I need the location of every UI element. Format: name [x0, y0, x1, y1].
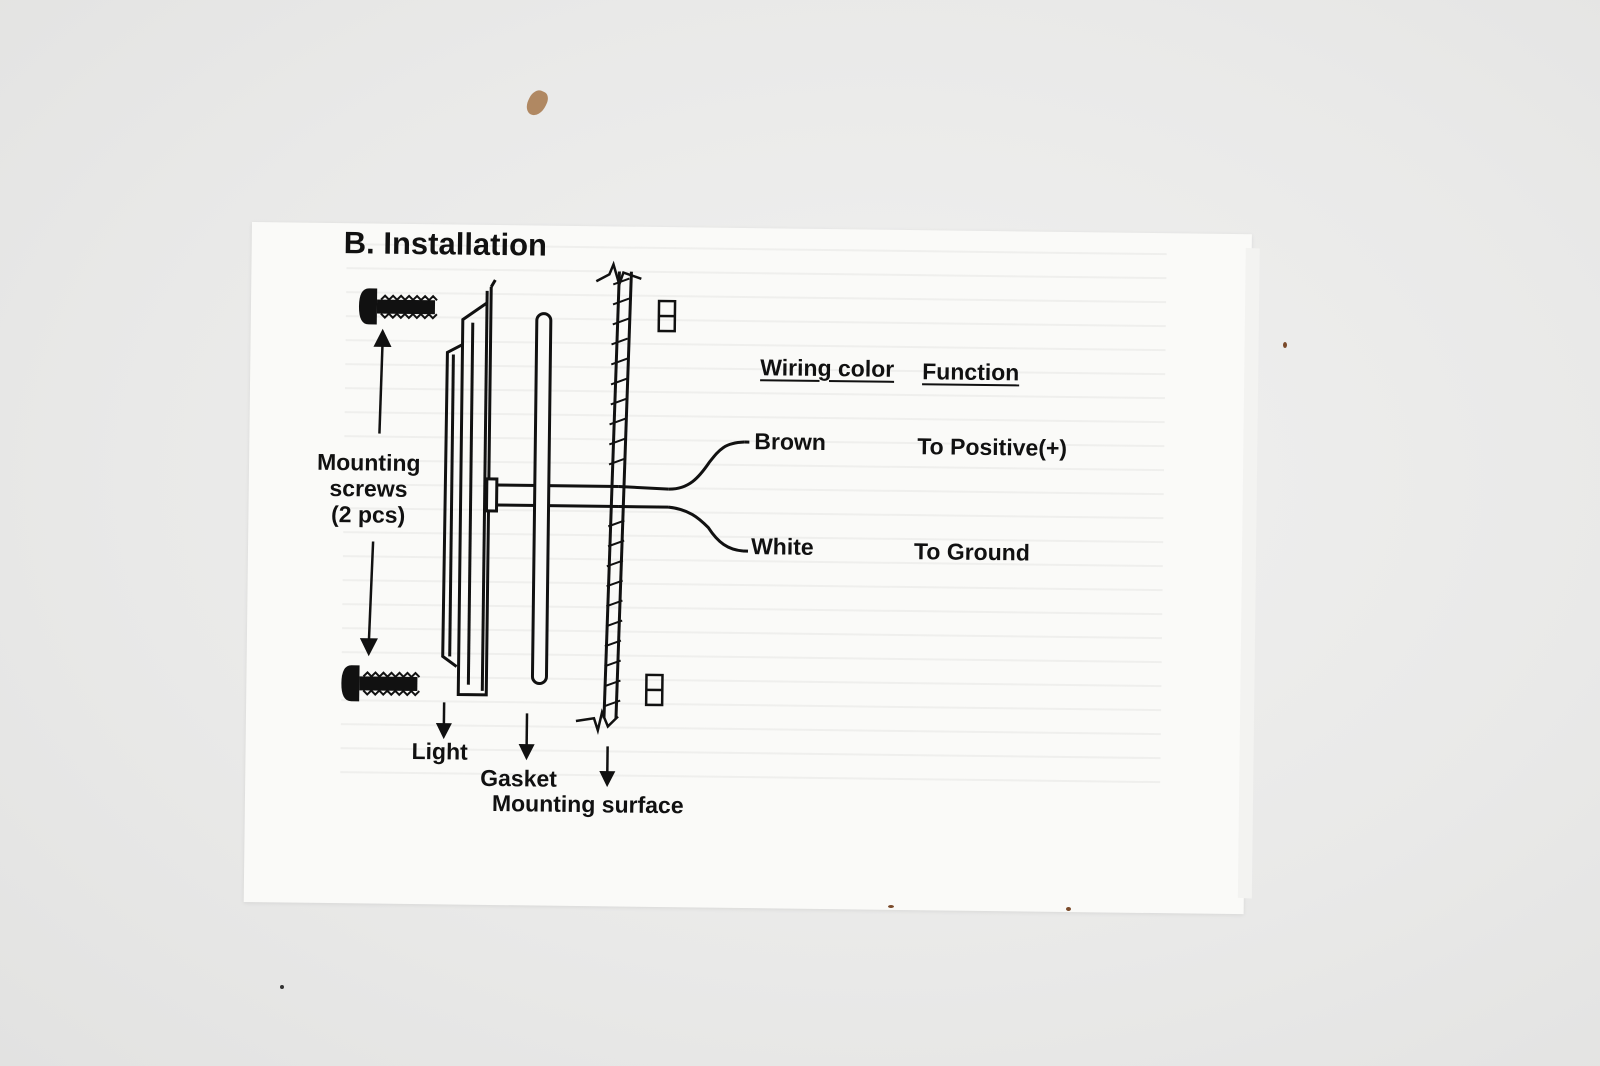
paper-speck — [888, 905, 894, 908]
gasket — [530, 312, 553, 686]
mounting-clips — [644, 299, 677, 707]
wire-leaders — [742, 440, 750, 553]
function-header: Function — [922, 358, 1020, 386]
mounting-surface-label: Mounting surface — [491, 789, 684, 819]
installation-diagram — [341, 260, 750, 788]
bottom-screw-icon — [341, 665, 421, 702]
wiring-color-header: Wiring color — [760, 354, 895, 382]
function-ground: To Ground — [913, 538, 1031, 566]
paper-speck — [280, 985, 284, 989]
light-fixture — [441, 279, 497, 697]
wire-bundle — [484, 440, 745, 553]
mounting-screws-line-2: screws — [329, 474, 408, 502]
wire-color-white: White — [750, 533, 814, 560]
mounting-screws-label: Mounting screws (2 pcs) — [316, 448, 421, 528]
light-label: Light — [411, 737, 468, 765]
top-screw-icon — [358, 288, 438, 325]
mounting-screws-arrows — [359, 328, 392, 657]
gasket-label: Gasket — [480, 764, 558, 792]
paper-speck — [523, 87, 551, 119]
mounting-screws-line-3: (2 pcs) — [330, 500, 406, 528]
part-arrows — [435, 702, 616, 788]
function-positive: To Positive(+) — [917, 433, 1068, 461]
paper-speck — [1066, 907, 1071, 911]
wire-color-brown: Brown — [754, 428, 827, 456]
paper-speck — [1283, 342, 1287, 348]
mounting-surface-wall — [575, 260, 642, 735]
instruction-sheet: B. Installation — [243, 222, 1252, 915]
mounting-screws-line-1: Mounting — [316, 448, 421, 477]
